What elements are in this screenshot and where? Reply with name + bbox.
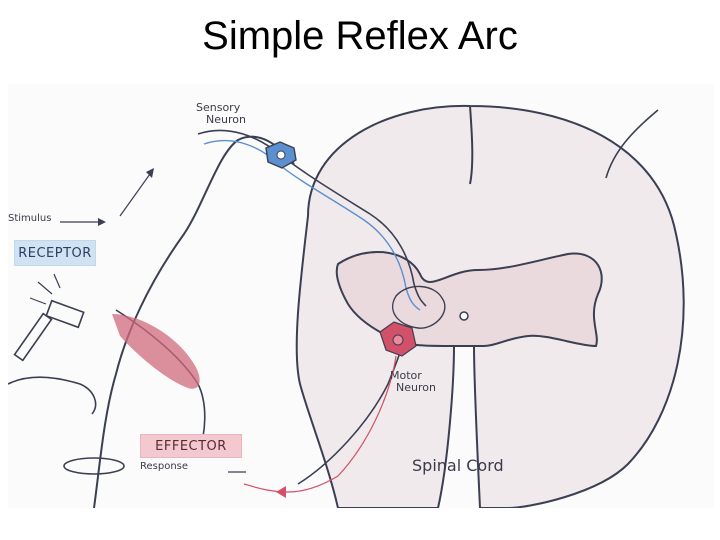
- response-arrowhead: [276, 486, 286, 498]
- stimulus-label: Stimulus: [8, 214, 51, 225]
- sensory-neuron-label-line2: Neuron: [196, 114, 246, 126]
- muscle-effector: [112, 314, 200, 389]
- response-label: Response: [140, 462, 188, 473]
- receptor-label: RECEPTOR: [14, 240, 96, 266]
- sensory-neuron-label-line1: Sensory: [196, 102, 246, 114]
- slide-title: Simple Reflex Arc: [0, 14, 720, 59]
- afferent-arrow: [120, 174, 150, 216]
- motor-neuron-label-line1: Motor: [390, 370, 436, 382]
- reflex-arc-diagram: Sensory Neuron Stimulus RECEPTOR Motor N…: [8, 84, 714, 508]
- foot-outline: [8, 377, 96, 414]
- central-canal: [460, 312, 468, 320]
- motor-neuron-label-line2: Neuron: [390, 382, 436, 394]
- reflex-hammer: [15, 301, 84, 361]
- reflex-arc-svg: [8, 84, 714, 508]
- heel: [64, 458, 124, 474]
- spinal-cord-label: Spinal Cord: [412, 458, 504, 475]
- motor-neuron-label: Motor Neuron: [390, 370, 436, 393]
- sensory-neuron-label: Sensory Neuron: [196, 102, 246, 125]
- impact-lines: [30, 274, 60, 304]
- effector-label: EFFECTOR: [140, 434, 242, 458]
